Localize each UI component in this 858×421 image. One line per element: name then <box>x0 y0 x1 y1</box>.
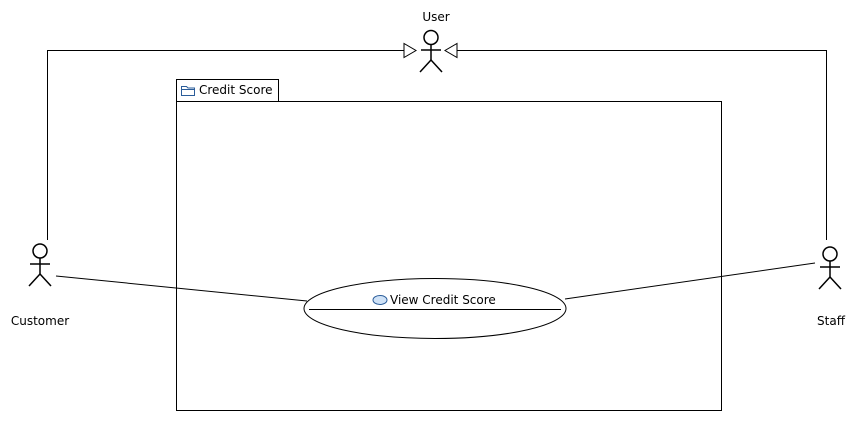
package-credit-score[interactable]: Credit Score <box>176 79 722 411</box>
actor-user-label: User <box>422 10 449 24</box>
actor-staff[interactable]: Staff <box>817 246 846 328</box>
folder-icon <box>181 86 195 96</box>
association-staff-view-credit-score[interactable] <box>564 262 816 300</box>
stick-figure-icon <box>419 29 443 73</box>
actor-customer-label: Customer <box>11 314 69 328</box>
generalization-staff-user[interactable] <box>444 42 827 241</box>
association-customer-view-credit-score[interactable] <box>55 275 308 302</box>
package-body <box>176 101 722 411</box>
use-case-ellipse-icon <box>372 295 388 305</box>
actor-user[interactable]: User <box>419 10 450 73</box>
stick-figure-icon <box>818 246 842 290</box>
use-case-view-credit-score-label: View Credit Score <box>390 293 496 307</box>
package-tab <box>176 79 279 102</box>
generalization-arrowhead-right <box>444 42 458 59</box>
generalization-line-staff <box>457 50 827 240</box>
use-case-ellipse <box>303 278 567 339</box>
generalization-arrowhead-left <box>403 42 417 59</box>
generalization-customer-user[interactable] <box>47 42 417 241</box>
use-case-view-credit-score[interactable]: View Credit Score <box>303 278 567 339</box>
actor-customer[interactable]: Customer <box>11 243 69 328</box>
stick-figure-icon <box>28 243 52 287</box>
actor-staff-label: Staff <box>817 314 846 328</box>
package-name: Credit Score <box>199 83 273 97</box>
generalization-line-customer <box>47 50 404 240</box>
